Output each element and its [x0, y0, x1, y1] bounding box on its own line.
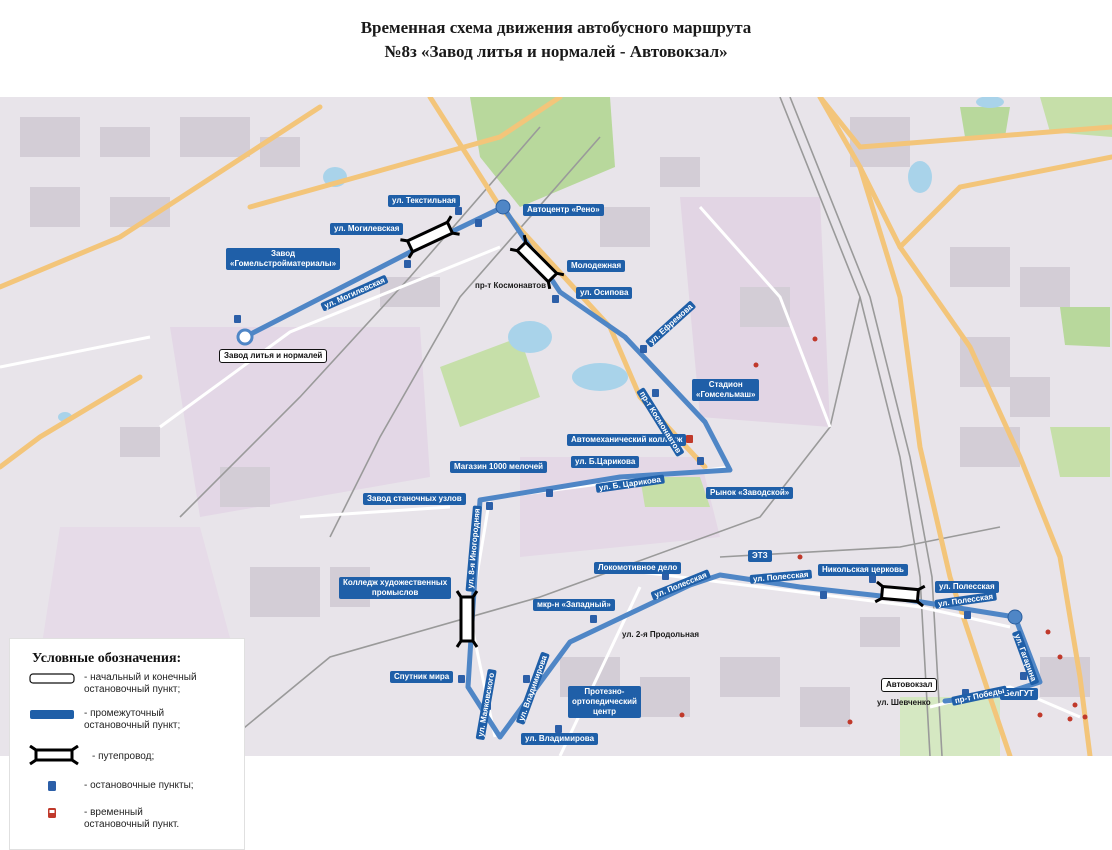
stop-label-zavod-litya[interactable]: Завод литья и нормалей	[219, 349, 328, 363]
stop-label-tekstilnaya[interactable]: ул. Текстильная	[388, 195, 460, 207]
stop-label-kolledzh[interactable]: Колледж художественных промыслов	[339, 577, 452, 599]
road-label-kosmonavtov: пр-т Космонавтов	[475, 281, 547, 290]
lake	[572, 363, 628, 391]
overpass-icon	[400, 215, 926, 648]
stop-label-nikolskaya[interactable]: Никольская церковь	[818, 564, 908, 576]
poi-markers	[679, 336, 1088, 725]
stop-label-polesskaya-1[interactable]: ул. Полесская	[935, 581, 999, 593]
lake	[908, 161, 932, 193]
bus-route-line	[242, 204, 1043, 740]
railways	[179, 96, 1001, 757]
stop-label-b-tsarikova[interactable]: ул. Б.Царикова	[571, 456, 640, 468]
overpass-icon	[29, 745, 79, 766]
stop-label-protezno[interactable]: Протезно- ортопедический центр	[568, 686, 641, 718]
stop-label-molodezhnaya[interactable]: Молодежная	[567, 260, 626, 272]
stop-label-lokomotivnoe[interactable]: Локомотивное дело	[594, 562, 682, 574]
building-blocks	[20, 117, 1090, 727]
route-title: №8з «Завод литья и нормалей - Автовокзал…	[384, 42, 728, 61]
stop-label-zapadny[interactable]: мкр-н «Западный»	[533, 599, 615, 611]
stop-label-magazin[interactable]: Магазин 1000 мелочей	[450, 461, 548, 473]
green-area	[900, 697, 1000, 756]
stop-label-mogilevskaya[interactable]: ул. Могилевская	[330, 223, 404, 235]
stop-label-vladimirova[interactable]: ул. Владимирова	[521, 733, 599, 745]
map-legend: Условные обозначения: - начальный и коне…	[9, 638, 245, 850]
legend-title: Условные обозначения:	[32, 651, 182, 666]
green-area	[1050, 427, 1110, 477]
stop-label-zavod-gomelstroy[interactable]: Завод «Гомельстройматериалы»	[226, 248, 341, 270]
stop-label-stadion[interactable]: Стадион «Гомсельмаш»	[692, 379, 760, 401]
road-label-prodolnaya: ул. 2-я Продольная	[622, 630, 700, 639]
stop-label-belgut[interactable]: БелГУТ	[1000, 688, 1038, 700]
stop-label-osipova[interactable]: ул. Осипова	[576, 287, 633, 299]
green-area	[440, 337, 540, 427]
terminal-stop-icon	[29, 673, 75, 684]
industrial-zone	[40, 527, 230, 657]
green-area	[470, 97, 615, 207]
stop-label-autocenter[interactable]: Автоцентр «Рено»	[523, 204, 604, 216]
legend-item-bus-stop: - остановочные пункты;	[28, 780, 238, 810]
lake	[508, 321, 552, 353]
road-label-shevchenko: ул. Шевченко	[877, 698, 931, 707]
stop-label-avtomeh[interactable]: Автомеханический колледж	[567, 434, 687, 446]
legend-item-overpass: - путепровод;	[28, 745, 238, 775]
route-map[interactable]: Завод «Гомельстройматериалы» ул. Могилев…	[0, 94, 1112, 850]
route-turn-point	[1007, 609, 1023, 625]
map-title: Временная схема движения автобусного мар…	[360, 18, 752, 37]
stop-label-sputnik[interactable]: Спутник мира	[390, 671, 454, 683]
green-area	[640, 477, 710, 507]
lake	[976, 96, 1004, 108]
green-area	[1060, 307, 1110, 347]
stop-label-etz[interactable]: ЭТЗ	[748, 550, 772, 562]
stop-label-stanochnyh[interactable]: Завод станочных узлов	[363, 493, 466, 505]
stop-label-avtovokzal[interactable]: Автовокзал	[881, 678, 938, 692]
route-turn-point	[495, 199, 511, 215]
terminal-stop-start	[236, 328, 254, 346]
bus-stop-markers	[234, 207, 1027, 733]
intermediate-stop-icon	[30, 710, 74, 719]
stop-label-rynok[interactable]: Рынок «Заводской»	[706, 487, 794, 499]
green-area	[960, 107, 1010, 137]
